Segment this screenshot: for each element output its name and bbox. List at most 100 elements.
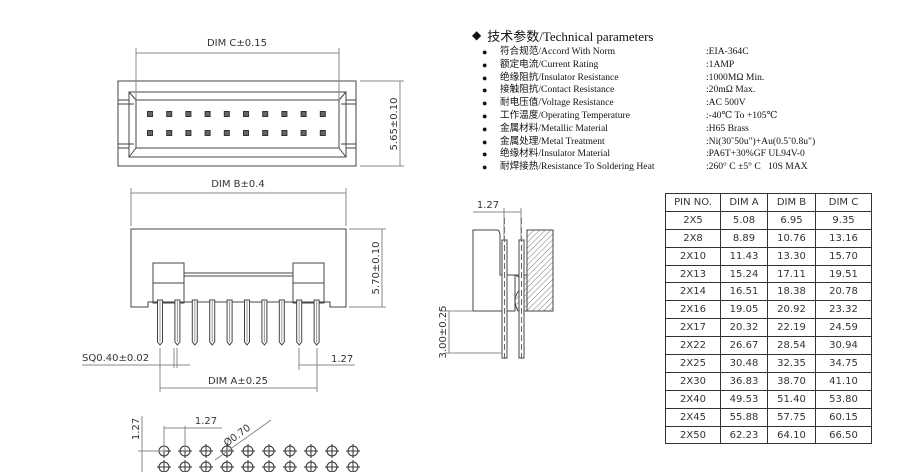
table-cell: 10.76 <box>767 228 816 248</box>
table-cell: 8.89 <box>720 228 768 248</box>
table-cell: 20.78 <box>815 282 872 302</box>
bullet-icon: ● <box>482 136 488 147</box>
dim-b-label: DIM B±0.4 <box>211 179 265 190</box>
pin-square <box>204 130 211 136</box>
bullet-icon: ● <box>482 110 488 121</box>
param-value: :AC 500V <box>706 97 746 109</box>
table-cell: 9.35 <box>815 210 872 230</box>
pin-square <box>319 111 326 117</box>
table-cell: 30.94 <box>815 336 872 356</box>
param-row: ●绝缘材料/Insulator Material:PA6T+30%GF UL94… <box>472 148 815 161</box>
pin-square <box>300 111 307 117</box>
pitch-pcb-h-label: 1.27 <box>195 416 217 427</box>
pin-square <box>166 111 173 117</box>
table-cell: 2X45 <box>665 407 721 427</box>
param-label: 绝缘阻抗/Insulator Resistance <box>500 71 619 83</box>
param-label: 金属处理/Metal Treatment <box>500 135 605 147</box>
table-cell: 5.08 <box>720 210 768 230</box>
table-cell: 53.80 <box>815 389 872 409</box>
column-header: DIM B <box>767 193 816 212</box>
table-cell: 41.10 <box>815 371 872 391</box>
param-value: :1AMP <box>706 58 735 70</box>
param-label: 耐焊接热/Resistance To Soldering Heat <box>500 161 655 173</box>
table-cell: 23.32 <box>815 300 872 320</box>
param-row: ●符合规范/Accord With Norm:EIA-364C <box>472 46 815 59</box>
param-value: :1000MΩ Min. <box>706 71 765 83</box>
table-cell: 2X40 <box>665 389 721 409</box>
pin-square <box>281 111 288 117</box>
table-cell: 49.53 <box>720 389 768 409</box>
table-cell: 55.88 <box>720 407 768 427</box>
param-row: ● 工作温度/Operating Temperature :-40℃ To +105… <box>472 110 815 123</box>
pin-square <box>243 111 249 117</box>
pin-square <box>223 111 230 117</box>
table-cell: 57.75 <box>767 407 816 427</box>
param-row: ● 金属处理/Metal Treatment :Ni(30˜50u")+Au(0.5… <box>472 136 815 149</box>
param-value: :Ni(30˜50u")+Au(0.5˜0.8u") <box>706 135 816 147</box>
param-row: ● 耐电压值/Voltage Resistance :AC 500V <box>472 97 815 110</box>
table-cell: 2X13 <box>665 264 721 284</box>
pitch-side-label: 1.27 <box>477 200 499 211</box>
table-cell: 2X25 <box>665 354 721 373</box>
table-cell: 2X8 <box>665 228 721 248</box>
table-cell: 36.83 <box>720 371 768 391</box>
table-cell: 2X50 <box>665 425 721 445</box>
table-cell: 30.48 <box>720 354 768 373</box>
table-cell: 16.51 <box>720 282 768 302</box>
param-row: ●接触阻抗/Contact Resistance:20mΩ Max. <box>472 84 815 97</box>
table-cell: 22.19 <box>767 318 816 338</box>
bullet-icon: ● <box>482 98 488 109</box>
param-label: 额定电流/Current Rating <box>500 58 599 70</box>
table-cell: 64.10 <box>767 425 816 445</box>
table-cell: 19.51 <box>815 264 872 284</box>
side-view <box>472 218 554 362</box>
param-label: 工作温度/Operating Temperature <box>500 109 630 121</box>
table-cell: 2X17 <box>665 318 721 338</box>
table-cell: 15.70 <box>815 246 872 266</box>
bullet-icon: ● <box>482 59 488 70</box>
table-cell: 38.70 <box>767 371 816 391</box>
param-row: ● 耐焊接热/Resistance To Soldering Heat :260° … <box>472 161 815 174</box>
table-cell: 2X5 <box>665 210 721 230</box>
pin-square <box>262 111 269 117</box>
pin-square <box>166 130 173 136</box>
param-label: 金属材料/Metallic Material <box>500 122 608 134</box>
table-cell: 2X22 <box>665 336 721 356</box>
param-row: ● 绝缘阻抗/Insulator Resistance :1000MΩ Min. <box>472 72 815 85</box>
table-cell: 18.38 <box>767 282 816 302</box>
param-value: :20mΩ Max. <box>706 84 756 96</box>
top-view <box>117 80 357 167</box>
pin-square <box>243 130 249 136</box>
pitch-pcb-v-label: 1.27 <box>131 418 142 440</box>
front-view <box>130 228 347 346</box>
bullet-icon: ● <box>482 72 488 83</box>
table-cell: 6.95 <box>767 210 816 230</box>
table-cell: 2X10 <box>665 246 721 266</box>
bullet-icon: ● <box>482 162 488 173</box>
diamond-bullet-icon: ◆ <box>472 28 482 42</box>
table-cell: 51.40 <box>767 389 816 409</box>
param-value: :-40℃ To +105℃ <box>706 109 778 121</box>
height-front-label: 5.70±0.10 <box>371 242 382 295</box>
param-value: :260° C ±5° C 10S MAX <box>706 161 808 173</box>
param-row: ● 额定电流/Current Rating :1AMP <box>472 59 815 72</box>
height-top-label: 5.65±0.10 <box>389 98 400 151</box>
param-label: 耐电压值/Voltage Resistance <box>500 97 614 109</box>
table-cell: 66.50 <box>815 425 872 445</box>
sq-label: SQ0.40±0.02 <box>82 353 149 364</box>
table-cell: 28.54 <box>767 336 816 356</box>
tail-length-label: 3.00±0.25 <box>438 306 449 359</box>
pitch-front-label: 1.27 <box>331 354 353 365</box>
dim-c-label: DIM C±0.15 <box>207 38 267 49</box>
technical-parameters: ◆技术参数/Technical parameters ●符合规范/Accord … <box>472 26 815 174</box>
pin-square <box>319 130 326 136</box>
